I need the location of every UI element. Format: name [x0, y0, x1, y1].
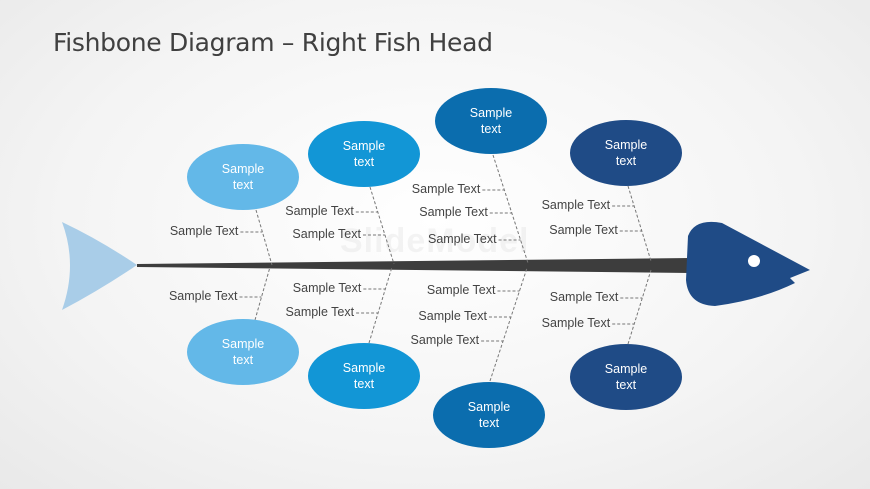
- category-oval[interactable]: Sample text: [187, 319, 299, 385]
- cause-label[interactable]: Sample Text: [285, 305, 355, 319]
- cause-label[interactable]: Sample Text: [549, 290, 619, 304]
- cause-label[interactable]: Sample Text: [168, 289, 238, 303]
- category-label: Sample text: [604, 362, 648, 392]
- category-label: Sample text: [221, 162, 265, 192]
- category-bone: [368, 266, 393, 344]
- fish-spine: [137, 258, 690, 273]
- category-oval[interactable]: Sample text: [570, 120, 682, 186]
- category-oval[interactable]: Sample text: [570, 344, 682, 410]
- category-bone: [492, 154, 529, 264]
- category-oval[interactable]: Sample text: [308, 343, 420, 409]
- cause-label[interactable]: Sample Text: [285, 204, 354, 218]
- category-oval[interactable]: Sample text: [308, 121, 420, 187]
- cause-label[interactable]: Sample Text: [292, 227, 361, 241]
- cause-label[interactable]: Sample Text: [292, 281, 362, 295]
- watermark: SlideModel: [340, 222, 529, 261]
- category-bone: [627, 185, 652, 262]
- category-label: Sample text: [342, 361, 386, 391]
- slide-title: Fishbone Diagram – Right Fish Head: [53, 28, 493, 57]
- category-bone: [255, 209, 273, 266]
- cause-label[interactable]: Sample Text: [427, 232, 497, 246]
- category-bone: [627, 269, 652, 345]
- category-label: Sample text: [469, 106, 513, 136]
- cause-label[interactable]: Sample Text: [419, 205, 488, 219]
- cause-label[interactable]: Sample Text: [541, 316, 611, 330]
- cause-label[interactable]: Sample Text: [410, 333, 480, 347]
- category-label: Sample text: [342, 139, 386, 169]
- category-label: Sample text: [221, 337, 265, 367]
- category-label: Sample text: [467, 400, 511, 430]
- category-oval[interactable]: Sample text: [435, 88, 547, 154]
- category-bone: [254, 266, 271, 321]
- category-bone: [489, 267, 528, 382]
- category-oval[interactable]: Sample text: [187, 144, 299, 210]
- cause-label[interactable]: Sample Text: [169, 224, 239, 238]
- category-bone: [369, 186, 395, 265]
- category-oval[interactable]: Sample text: [433, 382, 545, 448]
- cause-label[interactable]: Sample Text: [549, 223, 618, 237]
- fish-tail: [62, 222, 137, 310]
- cause-label[interactable]: Sample Text: [411, 182, 481, 196]
- cause-label[interactable]: Sample Text: [418, 309, 487, 323]
- fish-eye: [748, 255, 760, 267]
- cause-label[interactable]: Sample Text: [426, 283, 496, 297]
- fish-head: [686, 221, 810, 306]
- cause-label[interactable]: Sample Text: [541, 198, 611, 212]
- category-label: Sample text: [604, 138, 648, 168]
